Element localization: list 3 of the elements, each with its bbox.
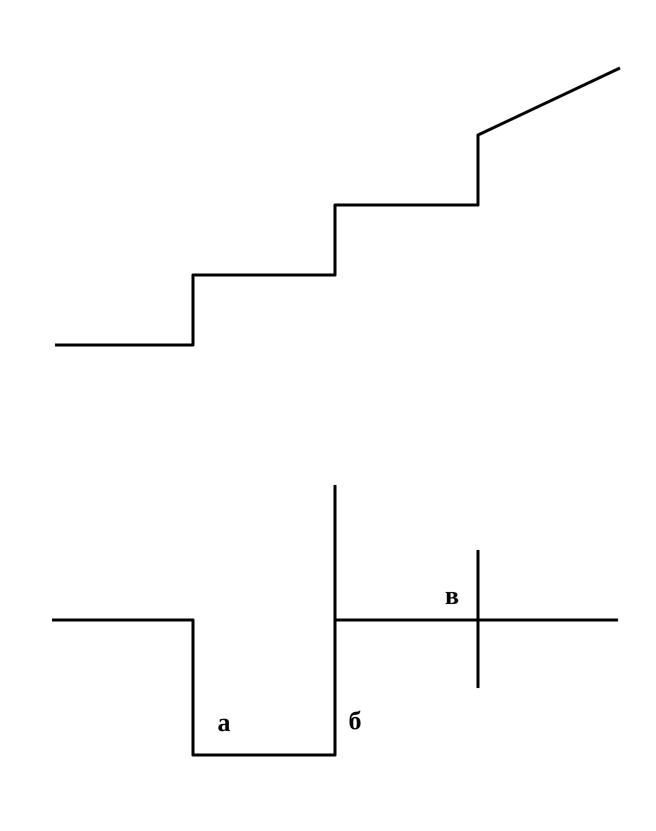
letter-label: а (218, 718, 230, 732)
letter-label: в (446, 592, 458, 604)
letter-label: б (350, 710, 361, 730)
